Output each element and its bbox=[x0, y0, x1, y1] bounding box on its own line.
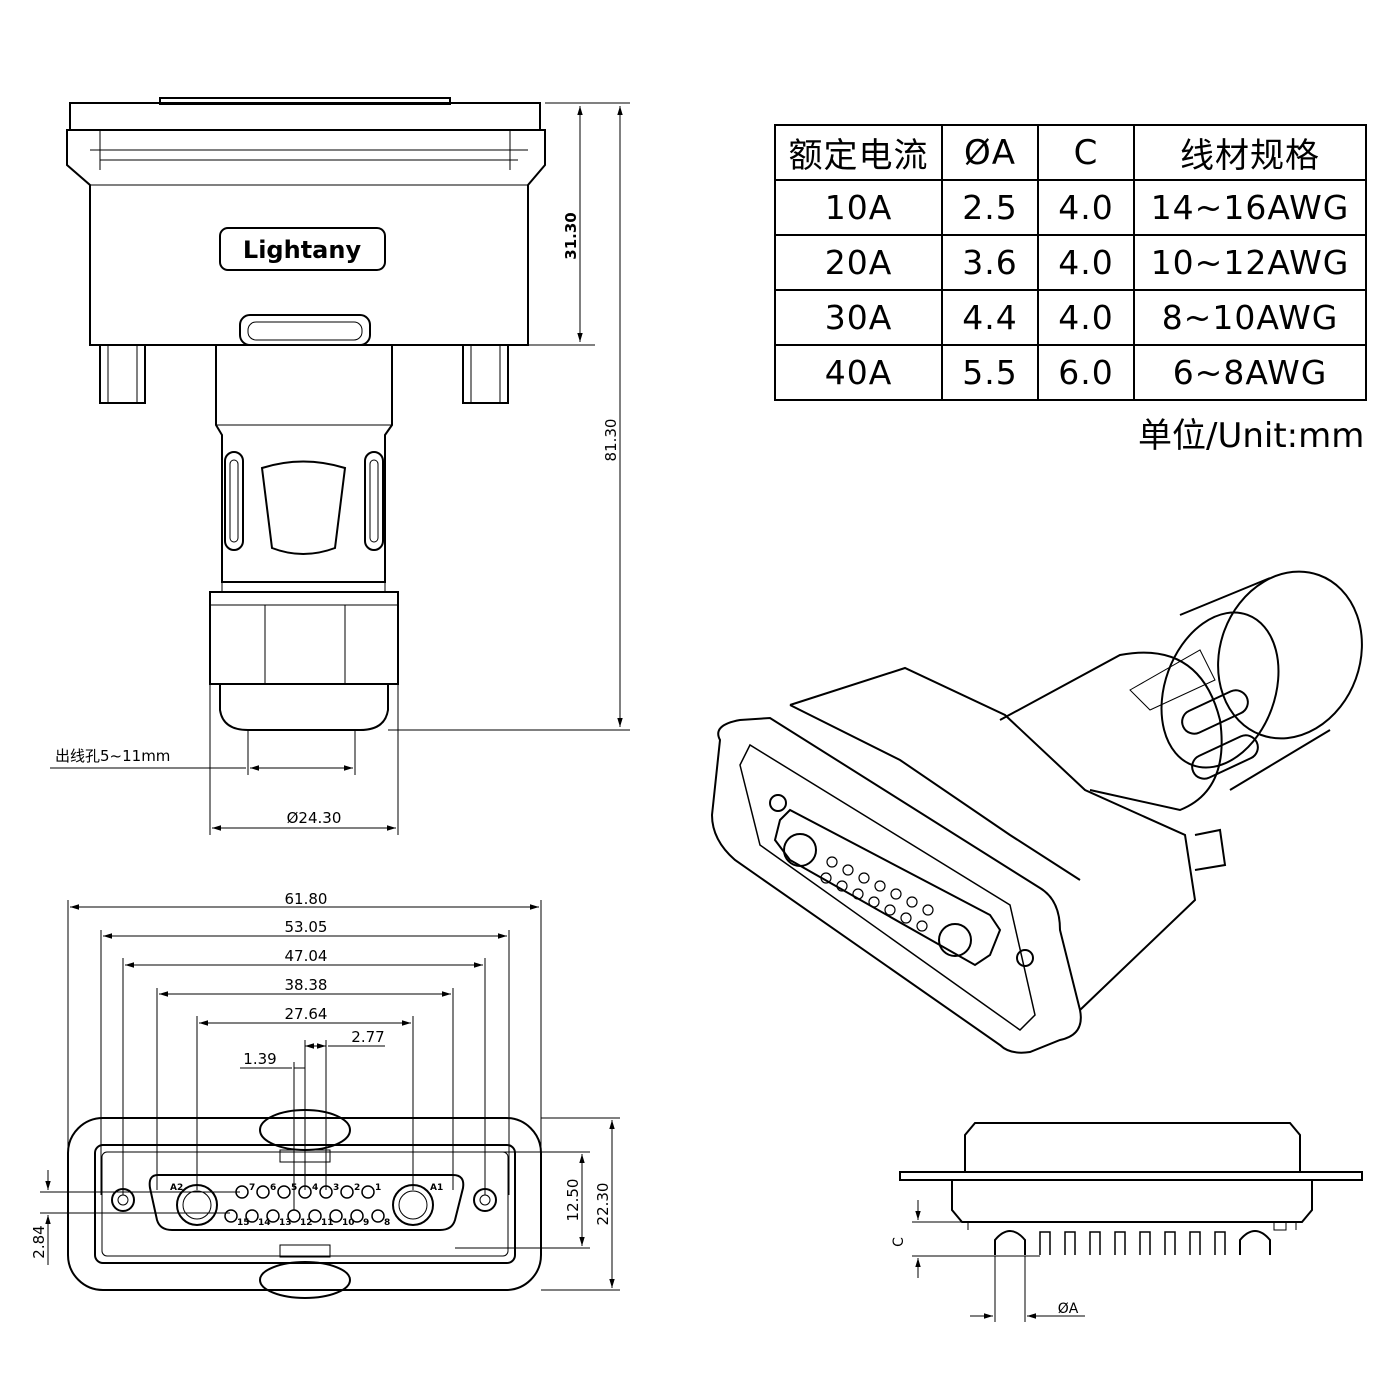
cell-c: 4.0 bbox=[1037, 289, 1135, 346]
dim-w1: 61.80 bbox=[285, 890, 328, 908]
svg-text:1: 1 bbox=[375, 1183, 381, 1193]
isometric-view bbox=[710, 570, 1363, 1054]
cell-diameter: 4.4 bbox=[941, 289, 1039, 346]
svg-text:15: 15 bbox=[237, 1218, 250, 1228]
profile-dimension-lines bbox=[912, 1200, 1085, 1322]
dim-w7: 1.39 bbox=[243, 1050, 276, 1068]
svg-text:8: 8 bbox=[384, 1218, 390, 1228]
dim-w4: 38.38 bbox=[285, 976, 328, 994]
cell-c: 6.0 bbox=[1037, 344, 1135, 401]
svg-text:A2: A2 bbox=[170, 1183, 183, 1193]
cell-wire-spec: 14~16AWG bbox=[1133, 179, 1367, 236]
cell-c: 4.0 bbox=[1037, 179, 1135, 236]
cell-current: 40A bbox=[774, 344, 943, 401]
dim-w6: 2.77 bbox=[351, 1028, 384, 1046]
header-diameter: ØA bbox=[941, 124, 1039, 181]
cell-wire-spec: 8~10AWG bbox=[1133, 289, 1367, 346]
dim-w3: 47.04 bbox=[285, 947, 328, 965]
cell-wire-spec: 6~8AWG bbox=[1133, 344, 1367, 401]
cell-diameter: 5.5 bbox=[941, 344, 1039, 401]
side-view bbox=[66, 97, 546, 731]
logo-text: Lightany bbox=[243, 236, 362, 264]
svg-text:3: 3 bbox=[333, 1183, 339, 1193]
svg-text:13: 13 bbox=[279, 1218, 292, 1228]
svg-text:14: 14 bbox=[258, 1218, 271, 1228]
cell-current: 30A bbox=[774, 289, 943, 346]
cell-current: 20A bbox=[774, 234, 943, 291]
side-dimension-lines bbox=[50, 102, 630, 835]
dim-outlet-diameter: Ø24.30 bbox=[287, 809, 342, 827]
brand-logo-frame bbox=[219, 227, 386, 271]
svg-text:9: 9 bbox=[363, 1218, 369, 1228]
cell-wire-spec: 10~12AWG bbox=[1133, 234, 1367, 291]
table-row: 10A 2.5 4.0 14~16AWG bbox=[774, 179, 1367, 236]
header-wire-spec: 线材规格 bbox=[1133, 124, 1367, 181]
svg-text:12: 12 bbox=[300, 1218, 313, 1228]
dim-height-top: 31.30 bbox=[562, 212, 580, 259]
svg-text:11: 11 bbox=[321, 1218, 334, 1228]
dim-outlet-hole: 出线孔5~11mm bbox=[55, 747, 170, 765]
unit-note: 单位/Unit:mm bbox=[1138, 416, 1365, 456]
header-current: 额定电流 bbox=[774, 124, 943, 181]
front-dimension-lines bbox=[40, 900, 620, 1291]
table-header-row: 额定电流 ØA C 线材规格 bbox=[774, 124, 1367, 181]
table-row: 30A 4.4 4.0 8~10AWG bbox=[774, 289, 1367, 346]
svg-text:4: 4 bbox=[312, 1183, 318, 1193]
table-row: 20A 3.6 4.0 10~12AWG bbox=[774, 234, 1367, 291]
profile-view bbox=[899, 1122, 1363, 1255]
svg-text:10: 10 bbox=[342, 1218, 355, 1228]
spec-table: 额定电流 ØA C 线材规格 10A 2.5 4.0 14~16AWG 20A … bbox=[774, 124, 1367, 401]
dim-w2: 53.05 bbox=[285, 918, 328, 936]
dim-c: C bbox=[891, 1237, 907, 1247]
cell-diameter: 3.6 bbox=[941, 234, 1039, 291]
svg-text:2: 2 bbox=[354, 1183, 360, 1193]
pin-labels: A2 7 6 5 4 3 2 1 A1 15 14 13 12 11 10 9 … bbox=[170, 1183, 443, 1228]
svg-text:7: 7 bbox=[249, 1183, 255, 1193]
svg-text:6: 6 bbox=[270, 1183, 276, 1193]
header-c: C bbox=[1037, 124, 1135, 181]
dim-h-inner: 12.50 bbox=[564, 1179, 582, 1222]
dim-height-total: 81.30 bbox=[602, 419, 620, 462]
table-row: 40A 5.5 6.0 6~8AWG bbox=[774, 344, 1367, 401]
cell-diameter: 2.5 bbox=[941, 179, 1039, 236]
dim-w5: 27.64 bbox=[285, 1005, 328, 1023]
cell-current: 10A bbox=[774, 179, 943, 236]
dim-h-small: 2.84 bbox=[30, 1225, 48, 1258]
svg-text:A1: A1 bbox=[430, 1183, 443, 1193]
dim-a: ØA bbox=[1058, 1301, 1079, 1317]
cell-c: 4.0 bbox=[1037, 234, 1135, 291]
dim-h-front: 22.30 bbox=[594, 1183, 612, 1226]
